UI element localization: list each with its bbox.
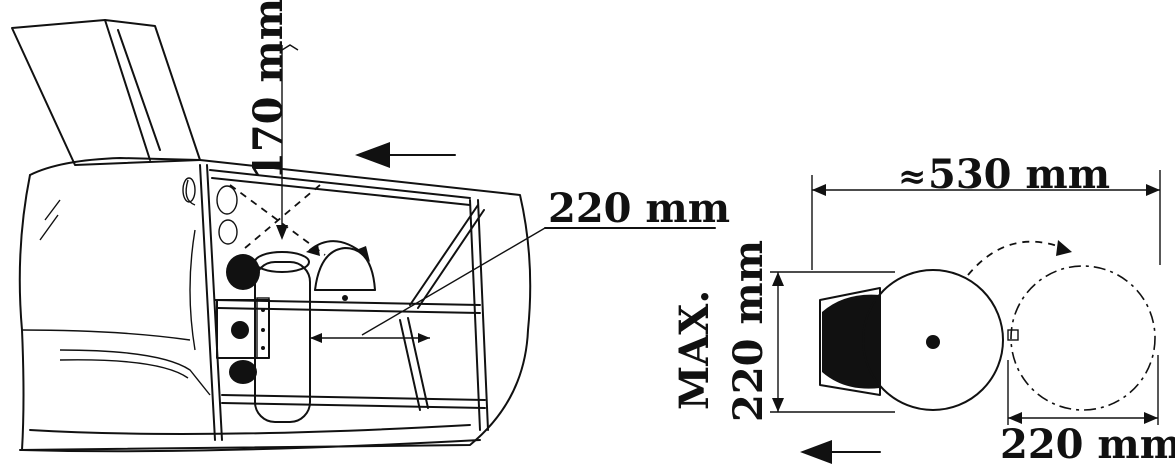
frame-width-label: 220 mm: [548, 185, 730, 232]
battery-cylinder-mounted: [216, 251, 311, 423]
rotation-arrow-icon: [306, 240, 370, 262]
overall-length-dimension: [811, 170, 1161, 270]
overall-length-label: 530 mm: [928, 151, 1110, 198]
max-height-label: MAX.: [671, 290, 718, 410]
approx-symbol: ≈: [898, 157, 927, 197]
cylinder-plan-view: [819, 269, 1019, 411]
direction-arrow-bottom-icon: [800, 440, 881, 464]
clearance-marker: [229, 44, 326, 256]
max-height-dimension: [770, 271, 895, 413]
frame-width-dimension: [310, 227, 716, 343]
fuselage-sketch: [11, 19, 532, 453]
direction-arrow-icon: [355, 142, 456, 168]
battery-cylinder-swung: [314, 247, 376, 301]
height-clearance-label: 170 mm: [245, 0, 292, 180]
swing-width-label: 220 mm: [1000, 421, 1175, 468]
swing-width-dimension: [1007, 355, 1159, 425]
max-height-value: 220 mm: [725, 240, 772, 422]
cylinder-swing-path: [967, 240, 1156, 411]
